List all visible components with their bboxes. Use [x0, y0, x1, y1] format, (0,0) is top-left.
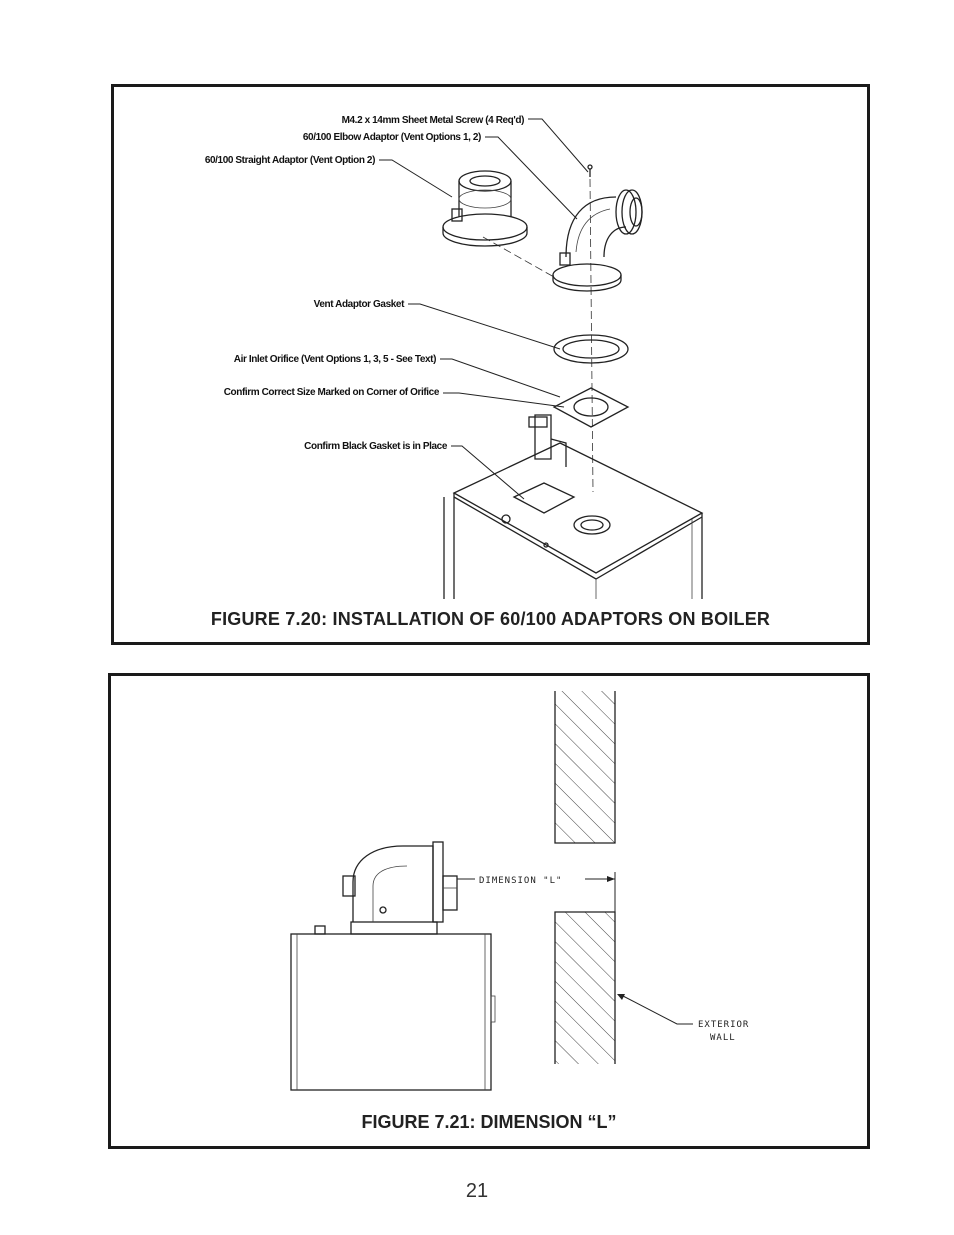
figure-7-21-caption: FIGURE 7.21: DIMENSION “L” [361, 1112, 617, 1132]
label-elbow-adaptor: 60/100 Elbow Adaptor (Vent Options 1, 2) [303, 132, 481, 143]
label-confirm-gasket: Confirm Black Gasket is in Place [304, 441, 448, 452]
boiler-top-part [443, 414, 704, 599]
straight-adaptor-part [442, 170, 528, 247]
wall-upper [554, 691, 616, 844]
label-air-inlet-orifice: Air Inlet Orifice (Vent Options 1, 3, 5 … [234, 354, 436, 365]
exterior-wall-leader [617, 994, 693, 1025]
dimension-l-leader [457, 872, 616, 912]
figure-7-21: DIMENSION "L" EXTERIOR WALL FIGURE 7.21:… [108, 673, 870, 1149]
figure-7-20-caption: FIGURE 7.20: INSTALLATION OF 60/100 ADAP… [210, 609, 771, 629]
label-exterior: EXTERIOR [698, 1020, 749, 1030]
label-vent-gasket: Vent Adaptor Gasket [314, 299, 405, 310]
leader-lines [379, 118, 589, 500]
dimension-l-drawing: DIMENSION "L" EXTERIOR WALL [290, 691, 749, 1091]
vent-gasket-part [553, 334, 629, 364]
screw-part [587, 164, 593, 177]
figure-7-20: M4.2 x 14mm Sheet Metal Screw (4 Req'd) … [111, 84, 870, 645]
wall-lower [554, 911, 616, 1064]
elbow-on-boiler [342, 841, 458, 923]
label-screw: M4.2 x 14mm Sheet Metal Screw (4 Req'd) [342, 115, 524, 126]
elbow-adaptor-part [552, 189, 643, 292]
adaptor-installation-drawing: M4.2 x 14mm Sheet Metal Screw (4 Req'd) … [205, 115, 704, 599]
orifice-plate-part [552, 387, 630, 428]
boiler-side-view [290, 921, 496, 1091]
label-confirm-size: Confirm Correct Size Marked on Corner of… [224, 387, 440, 398]
label-dimension-l: DIMENSION "L" [479, 876, 562, 886]
label-straight-adaptor: 60/100 Straight Adaptor (Vent Option 2) [205, 155, 375, 166]
page-number: 21 [465, 1180, 489, 1202]
label-wall: WALL [710, 1033, 736, 1043]
